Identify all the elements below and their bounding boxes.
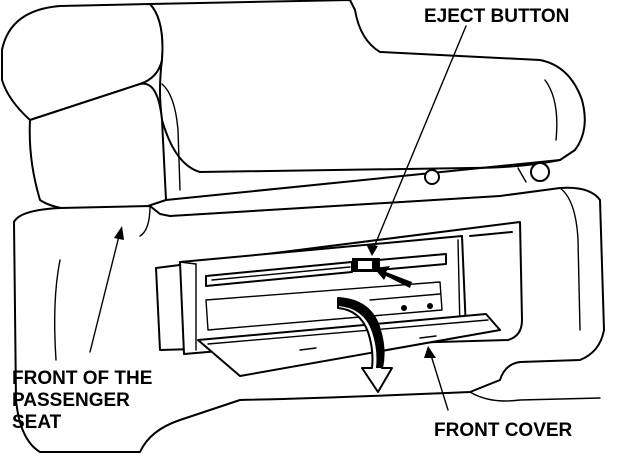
front-seat-label-line1: FRONT OF THE	[12, 368, 152, 389]
seat-cushion	[149, 0, 586, 173]
leader-lines	[89, 25, 467, 411]
recess-lip	[469, 231, 513, 237]
disc-slot-inner	[211, 266, 351, 281]
changer-corner	[179, 261, 197, 265]
front-cover-panel[interactable]	[197, 313, 501, 377]
front-seat-label-line2: PASSENGER	[12, 390, 130, 411]
cover-leader	[429, 351, 449, 411]
seat-bolt	[424, 169, 440, 185]
base-contour	[53, 259, 61, 361]
drawer-rib	[369, 293, 441, 301]
cover-tab	[419, 335, 437, 339]
seat-bracket	[517, 167, 527, 183]
front-cover-label: FRONT COVER	[434, 420, 573, 441]
eject-leader-arrowhead	[366, 244, 378, 256]
base-seam	[139, 205, 151, 237]
passenger-seat	[1, 0, 586, 214]
cover-hinge-line	[207, 319, 489, 345]
front-seat-label-line3: SEAT	[12, 412, 62, 433]
cover-leader-arrowhead	[424, 346, 436, 358]
changer-edge-right	[457, 239, 461, 331]
seat-leader-arrowhead	[114, 226, 124, 240]
callouts: EJECT BUTTON FRONT OF THE PASSENGER SEAT…	[12, 6, 573, 441]
front-cover	[197, 313, 501, 377]
open-direction-arrow	[337, 297, 393, 393]
base-side-edge	[559, 187, 581, 331]
floor-line	[469, 391, 601, 402]
drawer-clip	[427, 303, 433, 309]
seat-fold-line-right	[544, 79, 558, 141]
eject-leader	[371, 25, 467, 253]
changer-drawer	[205, 281, 443, 331]
drawer-clip	[401, 305, 407, 311]
seat-bolt	[530, 162, 550, 182]
base-top-edge	[169, 195, 501, 217]
curved-arrow-shade	[338, 298, 384, 368]
cover-tab	[299, 347, 317, 351]
seat-leader	[89, 231, 121, 353]
eject-button-face	[358, 261, 372, 269]
eject-button-label: EJECT BUTTON	[424, 6, 569, 27]
press-arrow-icon	[374, 266, 412, 288]
seat-fold-line	[161, 83, 181, 191]
seat-lower-edge	[165, 159, 561, 201]
